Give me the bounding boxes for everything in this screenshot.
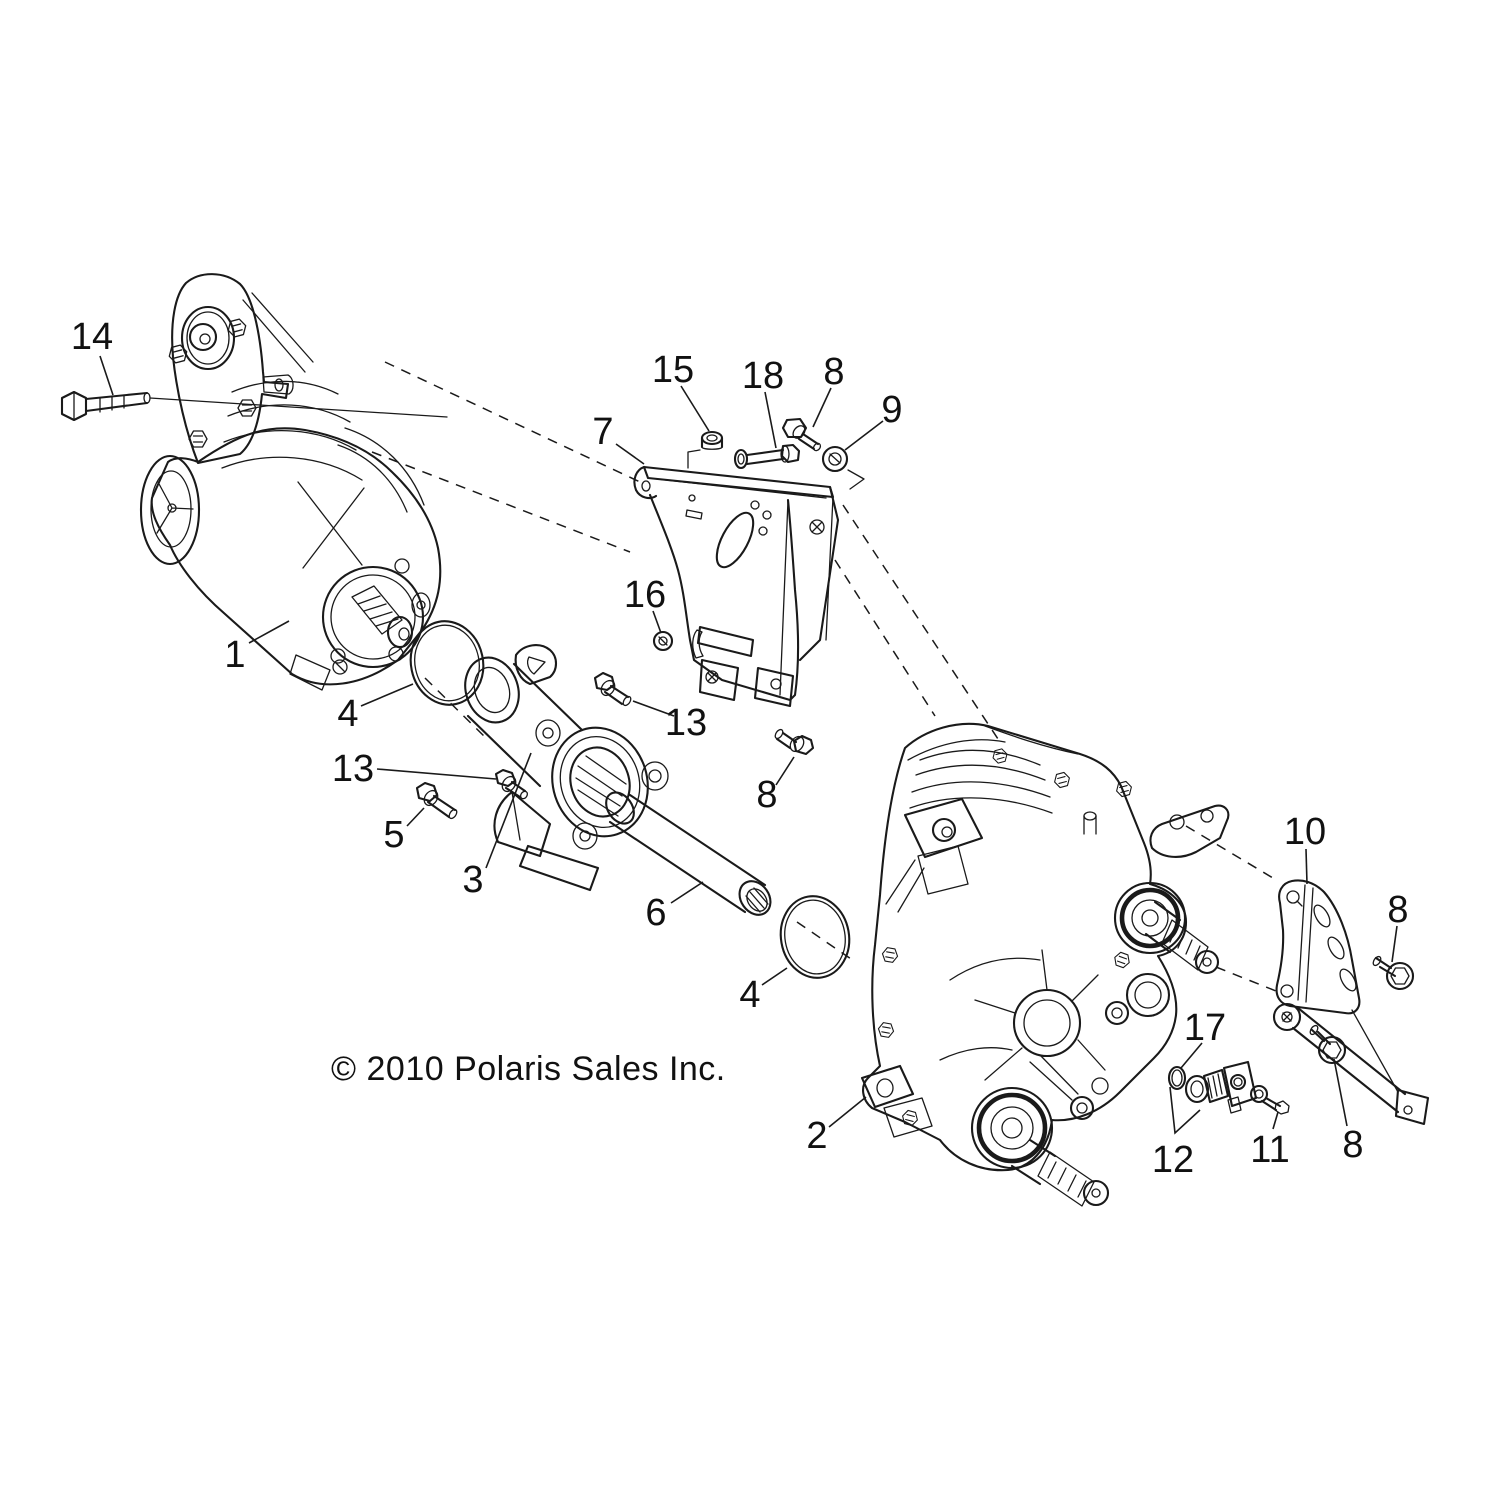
o-ring-4-rear (779, 895, 851, 979)
carrier-bolt-13-left (494, 768, 529, 800)
o-ring-17 (1167, 1065, 1187, 1091)
callout-leader-3 (485, 752, 532, 869)
sensor-bolt-11 (1249, 1084, 1290, 1115)
mount-bolt-14 (60, 390, 448, 422)
callout-label-18: 18 (742, 355, 784, 397)
spacer-washer-9 (821, 445, 849, 473)
carrier-bolt-13-right (593, 671, 632, 707)
callout-label-8-4: 8 (1342, 1124, 1363, 1166)
callout-label-1: 1 (224, 634, 245, 676)
callout-label-5: 5 (383, 814, 404, 856)
callout-label-17: 17 (1184, 1007, 1226, 1049)
alignment-dashed-lines (371, 361, 1282, 994)
callout-leader-10 (1305, 848, 1308, 885)
callout-leader-11 (1272, 1111, 1279, 1130)
copyright-text: © 2010 Polaris Sales Inc. (331, 1050, 726, 1088)
callout-leader-17 (1180, 1042, 1203, 1069)
callout-leader-12 (1169, 1086, 1201, 1135)
callout-label-15: 15 (652, 349, 694, 391)
callout-leader-8-2 (775, 756, 795, 786)
flange-bolt-8-bottom (1309, 1024, 1347, 1065)
callout-label-14: 14 (71, 316, 113, 358)
callout-leader-8-3 (1391, 925, 1398, 963)
prop-shaft-part-6 (605, 791, 772, 916)
callout-leader-5 (406, 807, 425, 827)
callout-leader-16 (652, 610, 662, 634)
bolt-18-with-washer (733, 443, 801, 470)
callout-leader-4-2 (761, 967, 788, 986)
callout-label-7: 7 (592, 411, 613, 453)
bracket-bolt-8-middle (774, 728, 815, 756)
callout-label-8-3: 8 (1387, 889, 1408, 931)
carrier-bolt-5 (415, 781, 458, 820)
callout-label-13: 13 (332, 748, 374, 790)
flange-nut-15 (700, 430, 724, 450)
callout-leader-7 (615, 443, 645, 465)
callout-leader-4 (360, 683, 414, 707)
callout-leader-15 (680, 385, 710, 432)
callout-leader-1 (248, 620, 290, 644)
callout-label-8: 8 (823, 351, 844, 393)
callout-leader-9 (844, 420, 884, 451)
callout-label-16: 16 (624, 574, 666, 616)
callout-leader-13-2 (632, 700, 675, 717)
callout-label-10: 10 (1284, 811, 1326, 853)
callout-label-6: 6 (645, 892, 666, 934)
support-bracket-part-10 (1272, 879, 1430, 1126)
callout-leader-18 (764, 391, 777, 449)
callout-label-2: 2 (806, 1115, 827, 1157)
callout-label-11: 11 (1250, 1129, 1289, 1171)
callout-leader-8 (812, 387, 832, 428)
mounting-bracket-part-7 (633, 449, 840, 708)
washer-16 (652, 630, 674, 652)
callout-leader-8-4 (1333, 1058, 1348, 1127)
main-gearcase-part-2 (860, 722, 1230, 1207)
callout-label-12: 12 (1152, 1139, 1194, 1181)
o-ring-4-front (409, 620, 485, 706)
callout-leader-2 (828, 1096, 867, 1128)
callout-label-4: 4 (337, 693, 358, 735)
callout-leader-13 (376, 768, 497, 780)
front-gearcase-part-1 (139, 273, 442, 691)
callout-leader-6 (670, 881, 704, 904)
speed-sensor-12 (1184, 1060, 1258, 1114)
callout-label-3: 3 (462, 859, 483, 901)
flange-bolt-8-top (781, 417, 822, 452)
callout-label-4-2: 4 (739, 974, 760, 1016)
callout-leader-14 (99, 355, 114, 396)
bearing-carrier-part-3 (464, 644, 669, 892)
callout-label-8-2: 8 (756, 774, 777, 816)
callout-label-13-2: 13 (665, 702, 707, 744)
flange-bolt-8-right (1372, 955, 1415, 991)
callout-label-9: 9 (881, 389, 902, 431)
